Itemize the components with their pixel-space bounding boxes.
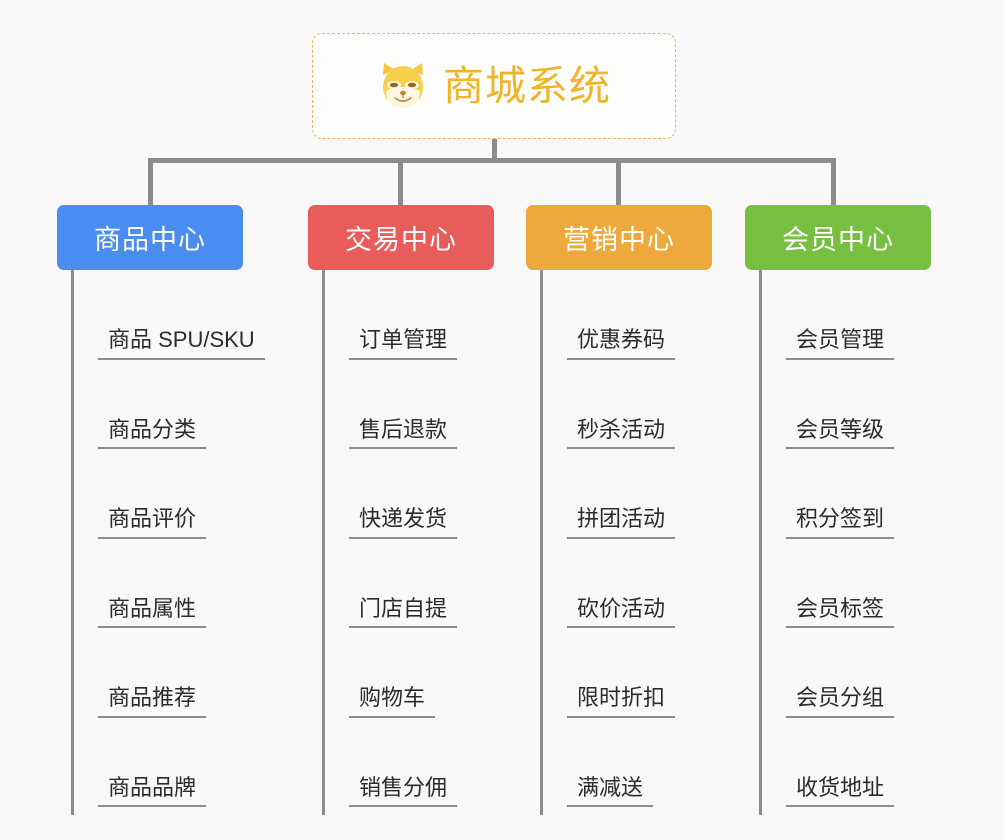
connector-root-stem: [492, 139, 497, 161]
leaf-label: 积分签到: [786, 506, 895, 539]
category-column-member: 会员中心 会员管理 会员等级 积分签到 会员标签 会员分组 收货地址: [745, 205, 931, 815]
connector-horizontal-bus: [148, 158, 836, 163]
leaf-label: 优惠券码: [567, 327, 676, 360]
list-item[interactable]: 商品推荐: [74, 628, 243, 718]
category-header-label: 商品中心: [94, 225, 206, 255]
leaf-label: 快递发货: [349, 506, 458, 539]
list-item[interactable]: 收货地址: [762, 718, 931, 807]
category-header-transaction[interactable]: 交易中心: [308, 205, 494, 270]
category-column-product: 商品中心 商品 SPU/SKU 商品分类 商品评价 商品属性 商品推荐 商品品牌: [57, 205, 265, 815]
category-column-transaction: 交易中心 订单管理 售后退款 快递发货 门店自提 购物车 销售分佣: [308, 205, 494, 815]
list-item[interactable]: 购物车: [325, 628, 494, 718]
list-item[interactable]: 会员标签: [762, 539, 931, 628]
root-node[interactable]: 商城系统: [312, 33, 676, 139]
shiba-dog-icon: [377, 61, 429, 111]
list-item[interactable]: 秒杀活动: [543, 360, 712, 449]
leaf-label: 商品品牌: [98, 775, 207, 807]
list-item[interactable]: 售后退款: [325, 360, 494, 449]
leaf-label: 会员分组: [786, 685, 895, 718]
leaf-list-marketing: 优惠券码 秒杀活动 拼团活动 砍价活动 限时折扣 满减送: [540, 270, 712, 815]
list-item[interactable]: 商品 SPU/SKU: [74, 270, 265, 360]
leaf-label: 会员管理: [786, 327, 895, 360]
leaf-label: 商品评价: [98, 506, 207, 539]
connector-drop-2: [398, 158, 403, 205]
leaf-list-transaction: 订单管理 售后退款 快递发货 门店自提 购物车 销售分佣: [322, 270, 494, 815]
root-title: 商城系统: [443, 62, 611, 109]
list-item[interactable]: 优惠券码: [543, 270, 712, 360]
leaf-label: 满减送: [567, 775, 654, 807]
list-item[interactable]: 会员管理: [762, 270, 931, 360]
list-item[interactable]: 商品品牌: [74, 718, 243, 807]
leaf-list-member: 会员管理 会员等级 积分签到 会员标签 会员分组 收货地址: [759, 270, 931, 815]
category-column-marketing: 营销中心 优惠券码 秒杀活动 拼团活动 砍价活动 限时折扣 满减送: [526, 205, 712, 815]
list-item[interactable]: 限时折扣: [543, 628, 712, 718]
leaf-label: 拼团活动: [567, 506, 676, 539]
category-header-label: 会员中心: [782, 225, 894, 255]
leaf-label: 秒杀活动: [567, 417, 676, 449]
leaf-label: 会员等级: [786, 417, 895, 449]
leaf-label: 商品属性: [98, 596, 207, 628]
leaf-label: 销售分佣: [349, 775, 458, 807]
connector-drop-4: [831, 158, 836, 205]
list-item[interactable]: 商品分类: [74, 360, 243, 449]
category-header-product[interactable]: 商品中心: [57, 205, 243, 270]
connector-drop-1: [148, 158, 153, 205]
leaf-label: 砍价活动: [567, 596, 676, 628]
list-item[interactable]: 满减送: [543, 718, 712, 807]
leaf-label: 商品 SPU/SKU: [98, 327, 265, 360]
leaf-label: 购物车: [349, 685, 436, 718]
leaf-label: 收货地址: [786, 775, 895, 807]
category-header-label: 营销中心: [563, 225, 675, 255]
category-header-marketing[interactable]: 营销中心: [526, 205, 712, 270]
leaf-label: 限时折扣: [567, 685, 676, 718]
list-item[interactable]: 销售分佣: [325, 718, 494, 807]
leaf-label: 会员标签: [786, 596, 895, 628]
list-item[interactable]: 门店自提: [325, 539, 494, 628]
list-item[interactable]: 会员等级: [762, 360, 931, 449]
leaf-label: 商品分类: [98, 417, 207, 449]
list-item[interactable]: 会员分组: [762, 628, 931, 718]
leaf-label: 门店自提: [349, 596, 458, 628]
category-header-label: 交易中心: [345, 225, 457, 255]
list-item[interactable]: 快递发货: [325, 449, 494, 539]
category-header-member[interactable]: 会员中心: [745, 205, 931, 270]
list-item[interactable]: 拼团活动: [543, 449, 712, 539]
leaf-label: 商品推荐: [98, 685, 207, 718]
list-item[interactable]: 商品评价: [74, 449, 243, 539]
leaf-list-product: 商品 SPU/SKU 商品分类 商品评价 商品属性 商品推荐 商品品牌: [71, 270, 265, 815]
leaf-label: 售后退款: [349, 417, 458, 449]
list-item[interactable]: 商品属性: [74, 539, 243, 628]
list-item[interactable]: 积分签到: [762, 449, 931, 539]
list-item[interactable]: 订单管理: [325, 270, 494, 360]
connector-drop-3: [616, 158, 621, 205]
list-item[interactable]: 砍价活动: [543, 539, 712, 628]
leaf-label: 订单管理: [349, 327, 458, 360]
